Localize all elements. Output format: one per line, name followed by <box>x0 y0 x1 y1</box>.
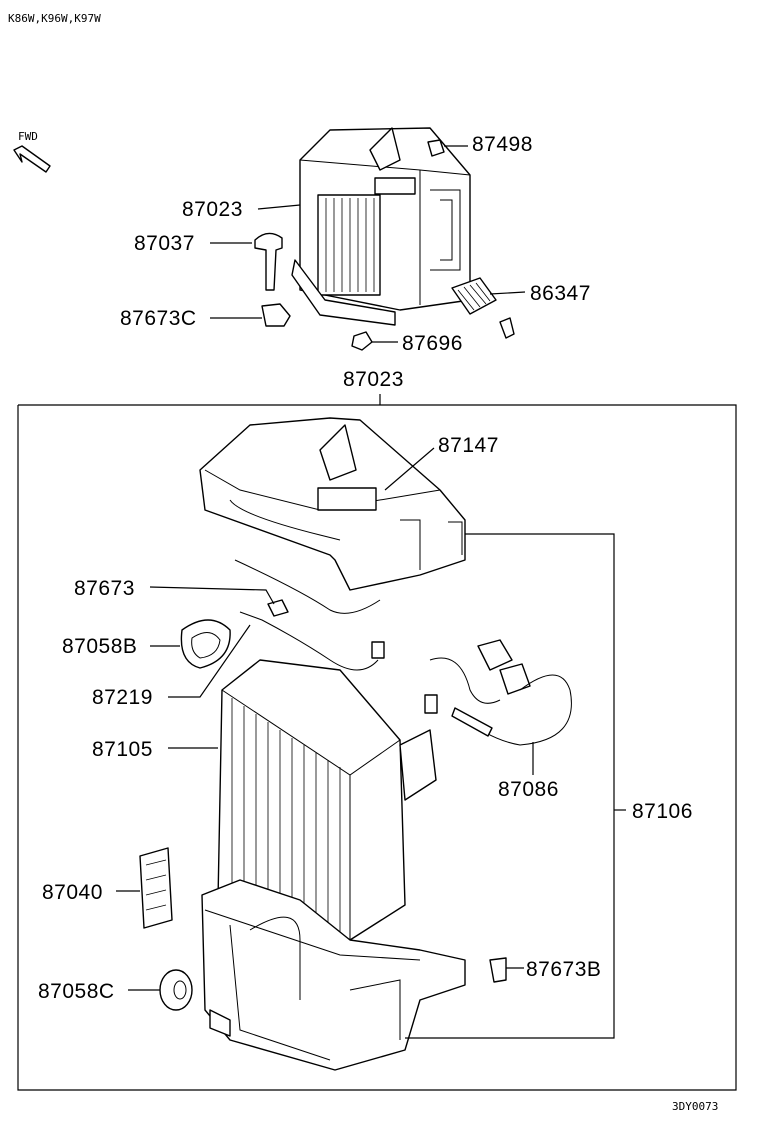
leader-87023-top <box>257 204 301 210</box>
bracket-87040 <box>116 847 173 929</box>
label-87105: 87105 <box>92 738 153 761</box>
leader-87219 <box>168 624 251 698</box>
resistor-86347 <box>451 277 526 339</box>
label-87498: 87498 <box>472 133 533 156</box>
label-87037: 87037 <box>134 232 195 255</box>
label-87040: 87040 <box>42 881 103 904</box>
heater-unit-assembly-top <box>291 127 471 326</box>
label-87086: 87086 <box>498 778 559 801</box>
nut-87696 <box>351 331 398 351</box>
clip-87673B <box>489 957 524 983</box>
label-87023-top: 87023 <box>182 198 243 221</box>
bracket-87106 <box>405 533 626 1039</box>
seal-87058B <box>150 619 231 669</box>
label-87147: 87147 <box>438 434 499 457</box>
fwd-label: FWD <box>18 130 38 143</box>
evaporator-core-87105 <box>168 659 437 941</box>
group-bracket <box>17 394 737 1091</box>
label-87673: 87673 <box>74 577 135 600</box>
label-87058C: 87058C <box>38 980 115 1003</box>
label-87106: 87106 <box>632 800 693 823</box>
expansion-valve-87086 <box>424 639 572 775</box>
upper-case-87147 <box>199 417 466 591</box>
model-codes: K86W,K96W,K97W <box>8 12 101 25</box>
label-87023-group: 87023 <box>343 368 404 391</box>
label-87058B: 87058B <box>62 635 137 658</box>
forward-arrow-icon: FWD <box>13 130 51 173</box>
label-87673B: 87673B <box>526 958 601 981</box>
clip-87673C <box>210 303 291 327</box>
clip-87498 <box>427 139 468 157</box>
label-86347: 86347 <box>530 282 591 305</box>
label-87696: 87696 <box>402 332 463 355</box>
grommet-87058C <box>128 969 193 1011</box>
hose-87037 <box>210 232 283 291</box>
diagram-code: 3DY0073 <box>672 1100 718 1113</box>
label-87673C: 87673C <box>120 307 197 330</box>
harness-87673 <box>149 559 385 671</box>
lower-case <box>201 879 466 1071</box>
label-87219: 87219 <box>92 686 153 709</box>
